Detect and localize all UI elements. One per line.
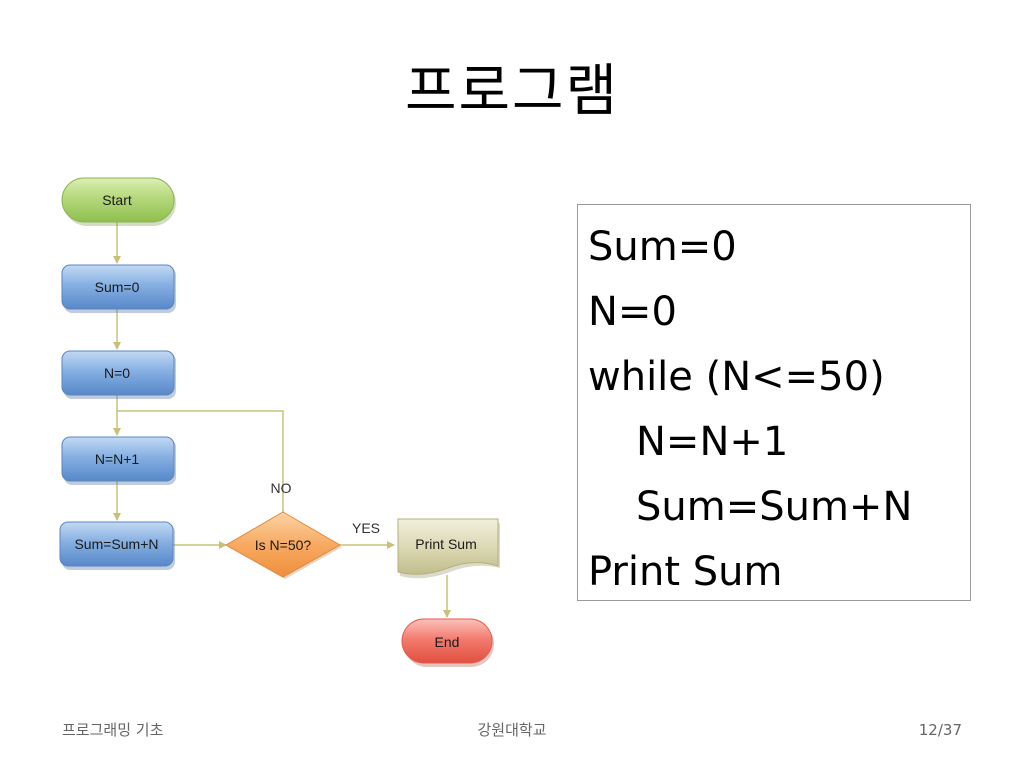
code-line-print: Print Sum (588, 549, 783, 595)
end-label: End (435, 634, 460, 650)
start-label: Start (102, 192, 132, 208)
yes-label: YES (352, 520, 380, 536)
accumulate-node: Sum=Sum+N (59, 521, 175, 570)
accumulate-label: Sum=Sum+N (74, 536, 158, 552)
n-init-label: N=0 (104, 365, 130, 381)
print-label: Print Sum (415, 536, 476, 552)
sum-init-label: Sum=0 (95, 279, 140, 295)
start-node: Start (61, 177, 176, 226)
footer-university: 강원대학교 (477, 721, 547, 739)
footer-page-number: 12/37 (918, 721, 962, 739)
code-line-increment: N=N+1 (636, 419, 789, 465)
code-line-n-init: N=0 (588, 289, 677, 335)
slide-title: 프로그램 (404, 59, 620, 124)
n-init-node: N=0 (61, 350, 176, 399)
connectors (113, 222, 451, 618)
increment-node: N=N+1 (61, 436, 176, 485)
print-node: Print Sum (397, 518, 500, 579)
code-box: Sum=0 N=0 while (N<=50) N=N+1 Sum=Sum+N … (577, 204, 971, 601)
end-node: End (401, 618, 494, 667)
increment-label: N=N+1 (95, 451, 140, 467)
decision-label: Is N=50? (255, 537, 312, 553)
decision-node: Is N=50? (224, 511, 342, 579)
code-line-sum-init: Sum=0 (588, 224, 737, 270)
loop-no-path (117, 410, 284, 512)
code-line-while: while (N<=50) (588, 354, 885, 400)
sum-init-node: Sum=0 (61, 264, 176, 313)
no-label: NO (271, 480, 292, 496)
footer-course-name: 프로그래밍 기초 (62, 721, 164, 739)
code-line-accumulate: Sum=Sum+N (636, 484, 913, 530)
